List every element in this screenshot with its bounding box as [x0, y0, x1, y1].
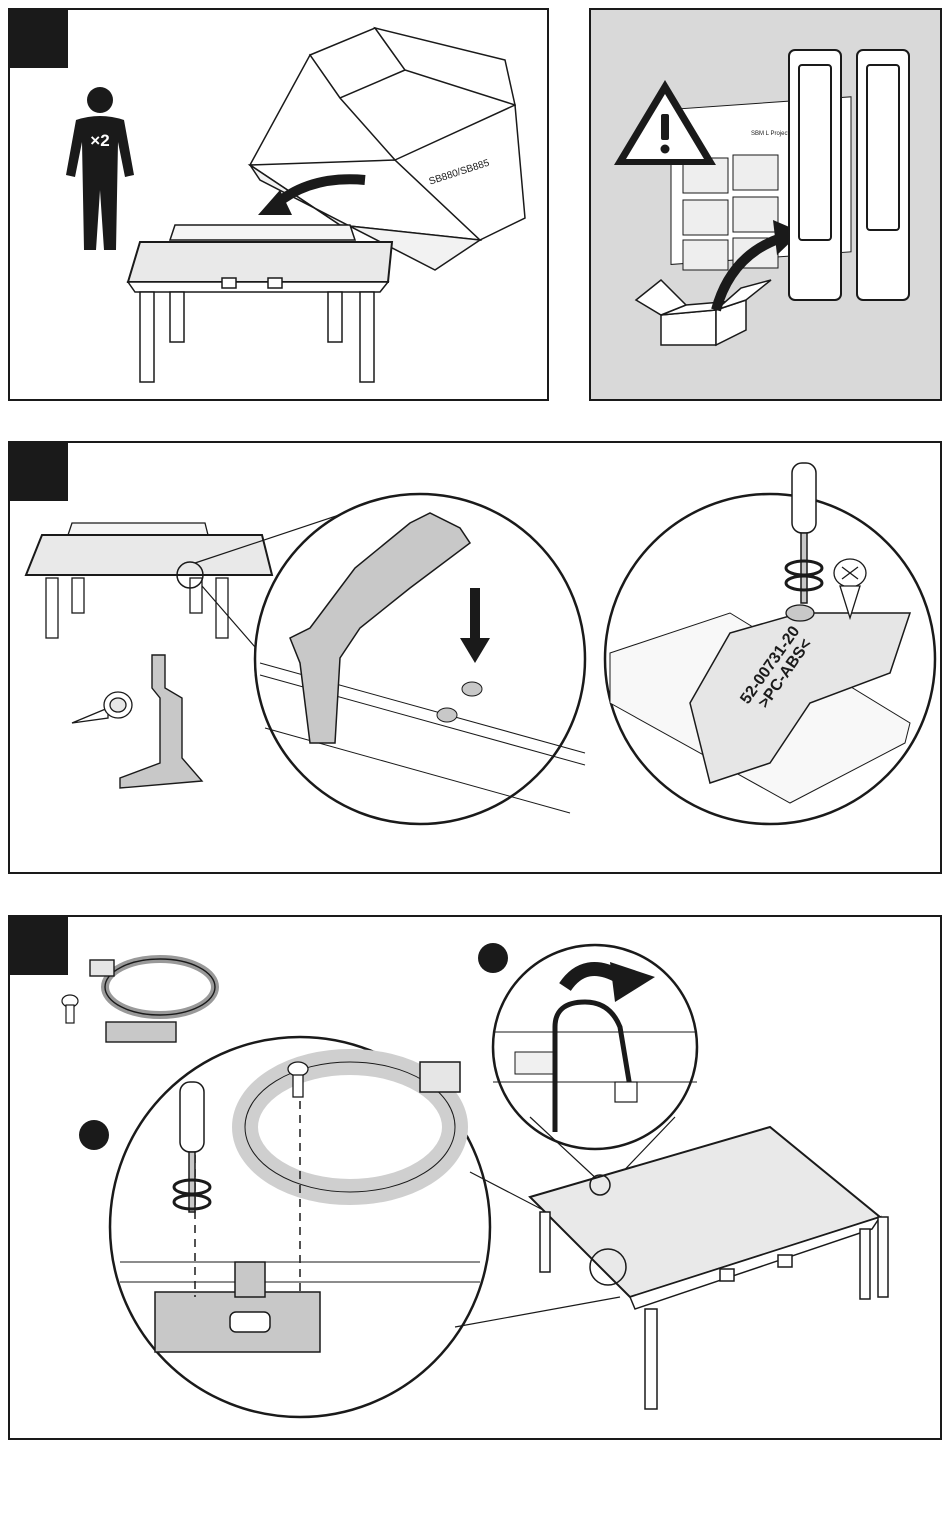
- step-4-illustration: [10, 917, 940, 1438]
- sub-step-marker-b: [478, 943, 508, 973]
- table-with-board: [128, 225, 392, 382]
- person-icon: [66, 87, 134, 250]
- cable-part: [90, 959, 215, 1042]
- table-with-board-perspective: [530, 1127, 888, 1409]
- step-panel-1: ×2 SB880/SB885: [8, 8, 549, 401]
- detail-circle-cable-plate: [110, 1037, 490, 1417]
- detail-circle-screwdriver: 52-00731-20 >PC-ABS<: [605, 463, 935, 824]
- sub-step-marker-a: [79, 1120, 109, 1150]
- bracket-part: [120, 655, 202, 788]
- small-open-box: [636, 280, 771, 345]
- detail-circle-cable-route: [493, 945, 697, 1149]
- screw-part-small: [62, 995, 78, 1023]
- step-panel-3: 52-00731-20 >PC-ABS<: [8, 441, 942, 874]
- step-1-illustration: ×2 SB880/SB885: [10, 10, 547, 399]
- zoom-line: [455, 1297, 620, 1327]
- table-with-board-small: [26, 523, 272, 638]
- screw-part: [72, 692, 132, 723]
- person-count-label: ×2: [90, 131, 109, 150]
- step-panel-2: SBM L Projection A: [589, 8, 942, 401]
- step-3-illustration: 52-00731-20 >PC-ABS<: [10, 443, 940, 872]
- step-panel-4: [8, 915, 942, 1440]
- step-2-illustration: SBM L Projection A: [591, 10, 940, 399]
- detail-circle-bracket: [255, 494, 585, 824]
